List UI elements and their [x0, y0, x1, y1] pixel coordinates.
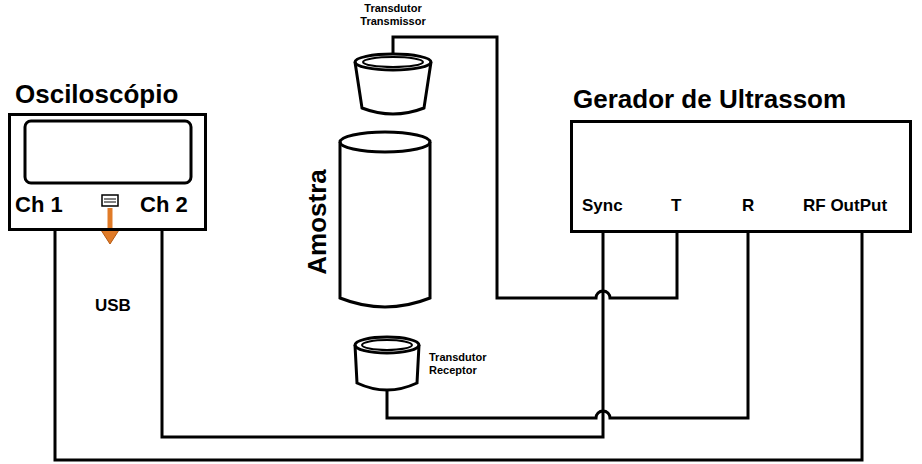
wire: [55, 231, 862, 460]
node-label: Osciloscópio: [15, 80, 178, 110]
channel-label: Ch 1: [15, 192, 63, 217]
cylinder-outline: [338, 130, 432, 312]
node-label: Transdutor Transmissor: [353, 2, 433, 27]
transducer-receiver: Transdutor Receptor: [353, 335, 421, 393]
wire: [387, 233, 748, 418]
usb-port: [102, 195, 118, 206]
wire: [393, 37, 677, 298]
node-label: Transdutor Receptor: [429, 351, 519, 376]
oscilloscope-screen: [25, 121, 191, 183]
transmitter-outline: [353, 50, 433, 116]
ultrasound-generator-box: Gerador de Ultrassom: [570, 120, 912, 233]
node-label: Gerador de Ultrassom: [573, 85, 846, 115]
receiver-outline: [353, 335, 421, 393]
channel-label: Ch 2: [140, 192, 188, 217]
terminal-label: T: [671, 196, 681, 216]
usb-arrow: [101, 208, 119, 244]
node-label: Amostra: [303, 169, 333, 274]
transducer-transmitter: Transdutor Transmissor: [353, 50, 433, 116]
terminal-label: Sync: [582, 196, 623, 216]
wire: [162, 231, 603, 437]
terminal-label: R: [742, 196, 754, 216]
port-label: USB: [95, 296, 131, 316]
terminal-label: RF OutPut: [803, 196, 887, 216]
sample-cylinder: Amostra: [338, 130, 432, 312]
